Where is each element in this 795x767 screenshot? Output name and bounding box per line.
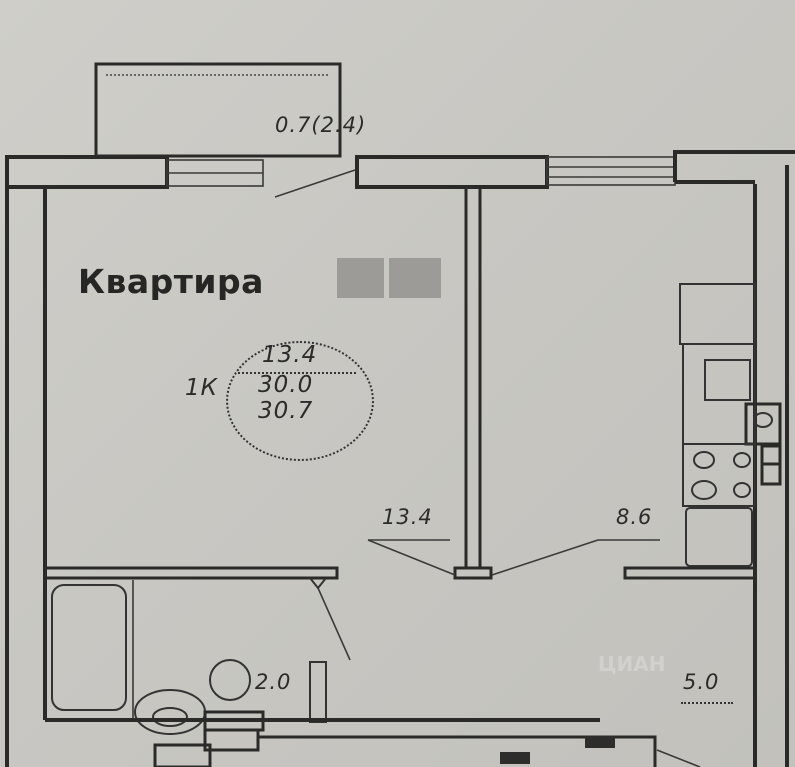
wall-bathroom-top [45,566,339,580]
total-area-value: 30.0 [258,372,314,398]
watermark: ЦИАН [598,652,666,676]
redacted-apartment-number [337,258,384,298]
bathtub-icon [51,584,127,711]
balcony-area-label: 0.7(2.4) [275,113,367,137]
wall-top-mid [355,155,549,189]
toilet-icon [209,659,251,701]
balcony-outline [94,62,342,158]
washbasin-icon [134,689,206,735]
hallway-area-underline [681,702,733,704]
area-summary-circle [226,341,374,461]
kitchen-sink-icon [685,507,753,567]
total-with-balcony-value: 30.7 [258,398,314,424]
area-divider [238,372,356,374]
sink-icon [704,359,751,401]
living-area-value: 13.4 [262,342,318,368]
apartment-type-label: 1К [185,375,218,401]
pipe-riser [309,661,327,723]
kitchen-cabinet [679,283,756,345]
wall-top-right [673,150,795,182]
wall-kitchen-bottom [623,566,757,580]
living-room-area-label: 13.4 [382,505,433,529]
wall-top-left [5,155,169,189]
kitchen-area-label: 8.6 [616,505,653,529]
hallway-area-label: 5.0 [683,670,720,694]
gas-meter-icon [744,402,782,446]
stove-icon [682,443,756,507]
window-right [546,156,676,186]
plan-title: Квартира [78,262,264,301]
wall-partition [464,187,482,568]
redacted-apartment-number-2 [389,258,441,298]
bathroom-area-label: 2.0 [255,670,292,694]
